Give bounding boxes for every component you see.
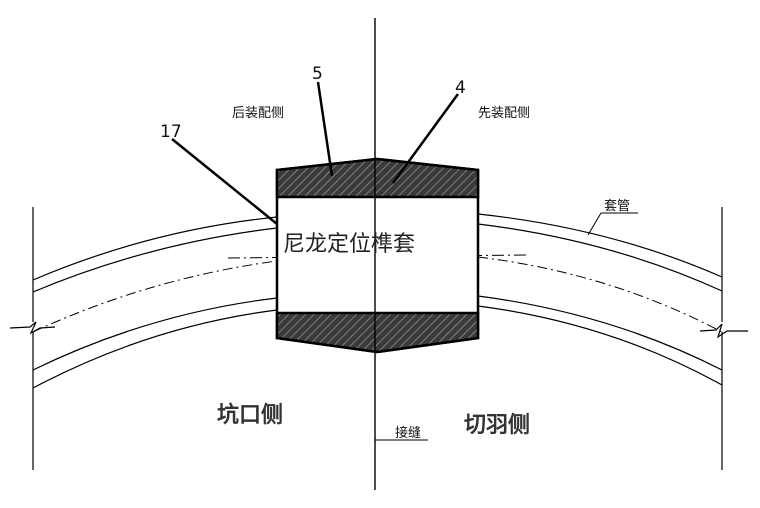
- label-joint: 接缝: [395, 425, 421, 441]
- left-arc-outer-1: [32, 216, 278, 281]
- right-arc-inner-1: [477, 295, 723, 371]
- label-part-4: 4: [455, 78, 466, 98]
- label-pit-side: 坑口侧: [217, 402, 283, 428]
- leader-5: [316, 81, 334, 177]
- right-arc-inner-2: [477, 305, 723, 386]
- label-sleeve: 套管: [604, 198, 630, 214]
- left-arc-inner-2: [32, 309, 278, 389]
- left-arc-inner-1: [32, 297, 278, 371]
- left-break-symbol: [9, 321, 56, 335]
- top-hatched-block: [275, 157, 480, 199]
- right-arc-center: [477, 256, 723, 333]
- label-rear-assembly-side: 后装配侧: [232, 106, 284, 121]
- label-part-5: 5: [312, 64, 323, 84]
- right-break-symbol: [699, 323, 748, 339]
- left-arc-center: [32, 260, 278, 333]
- label-cut-side: 切羽侧: [464, 413, 530, 438]
- right-arc-outer-1: [477, 213, 723, 278]
- leader-4: [391, 93, 460, 184]
- leader-17: [171, 138, 278, 225]
- label-part-17: 17: [160, 122, 182, 142]
- right-arc-outer-2: [477, 223, 723, 292]
- label-center-title: 尼龙定位榫套: [283, 232, 415, 257]
- leader-sleeve: [587, 212, 602, 236]
- label-front-assembly-side: 先装配侧: [478, 106, 530, 121]
- bottom-hatched-block: [275, 311, 480, 354]
- left-arc-outer-2: [32, 227, 278, 293]
